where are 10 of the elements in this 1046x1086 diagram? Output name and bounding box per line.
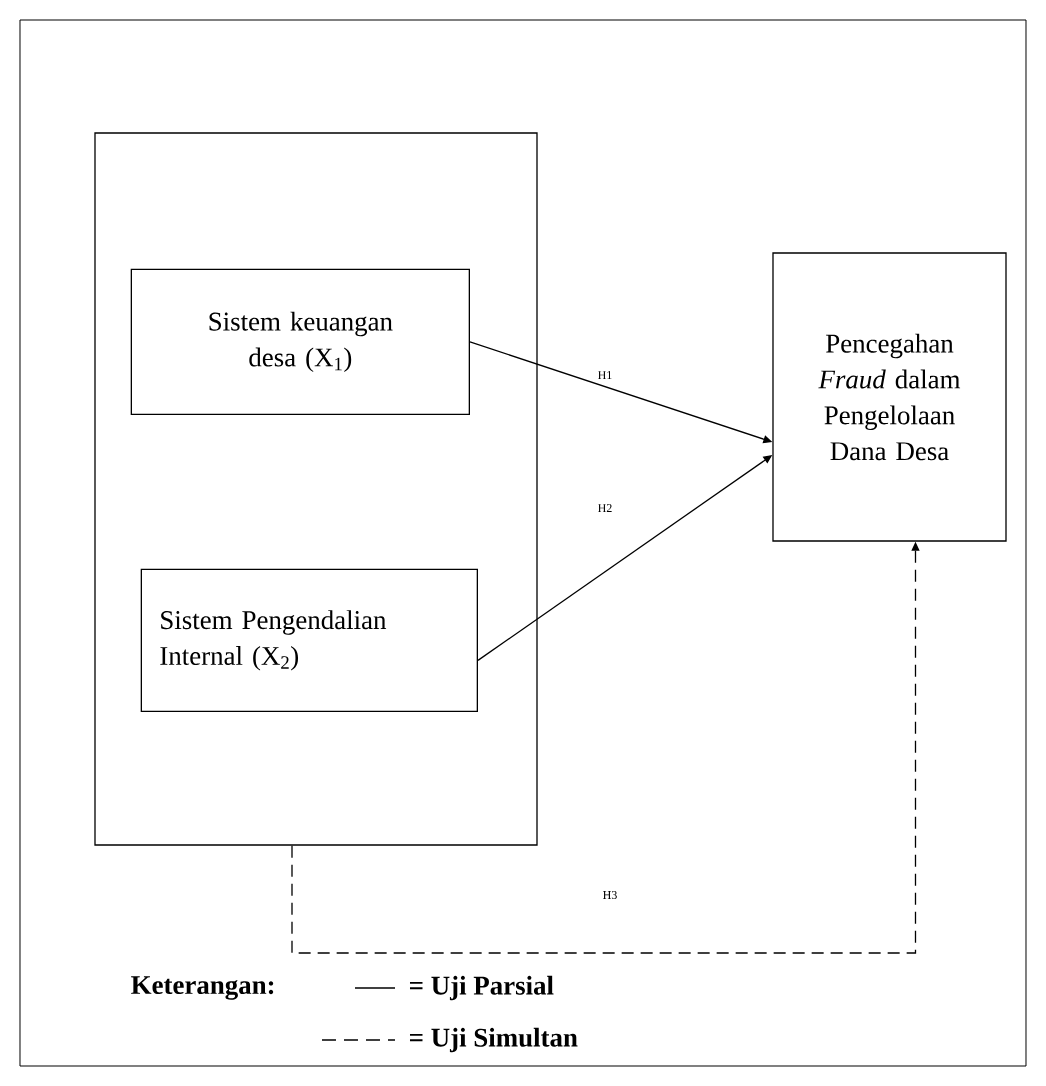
legend-text: = Uji Parsial bbox=[410, 975, 554, 1001]
legend-heading: Keterangan: bbox=[131, 976, 274, 1000]
edge-label: H2 bbox=[598, 504, 612, 512]
variable-box: Sistem Pengendalian Internal (X$_{2}$) bbox=[140, 568, 478, 712]
edge-label: H3 bbox=[603, 891, 617, 899]
group-box bbox=[94, 132, 538, 846]
variable-box: Pencegahan Fraud dalam Pengelolaan Dana Desa bbox=[772, 252, 1007, 542]
legend-text: = Uji Simultan bbox=[410, 1027, 578, 1053]
edge-label: H1 bbox=[598, 371, 612, 379]
variable-box: Sistem keuangan desa (X$_{1}$) bbox=[130, 268, 470, 415]
